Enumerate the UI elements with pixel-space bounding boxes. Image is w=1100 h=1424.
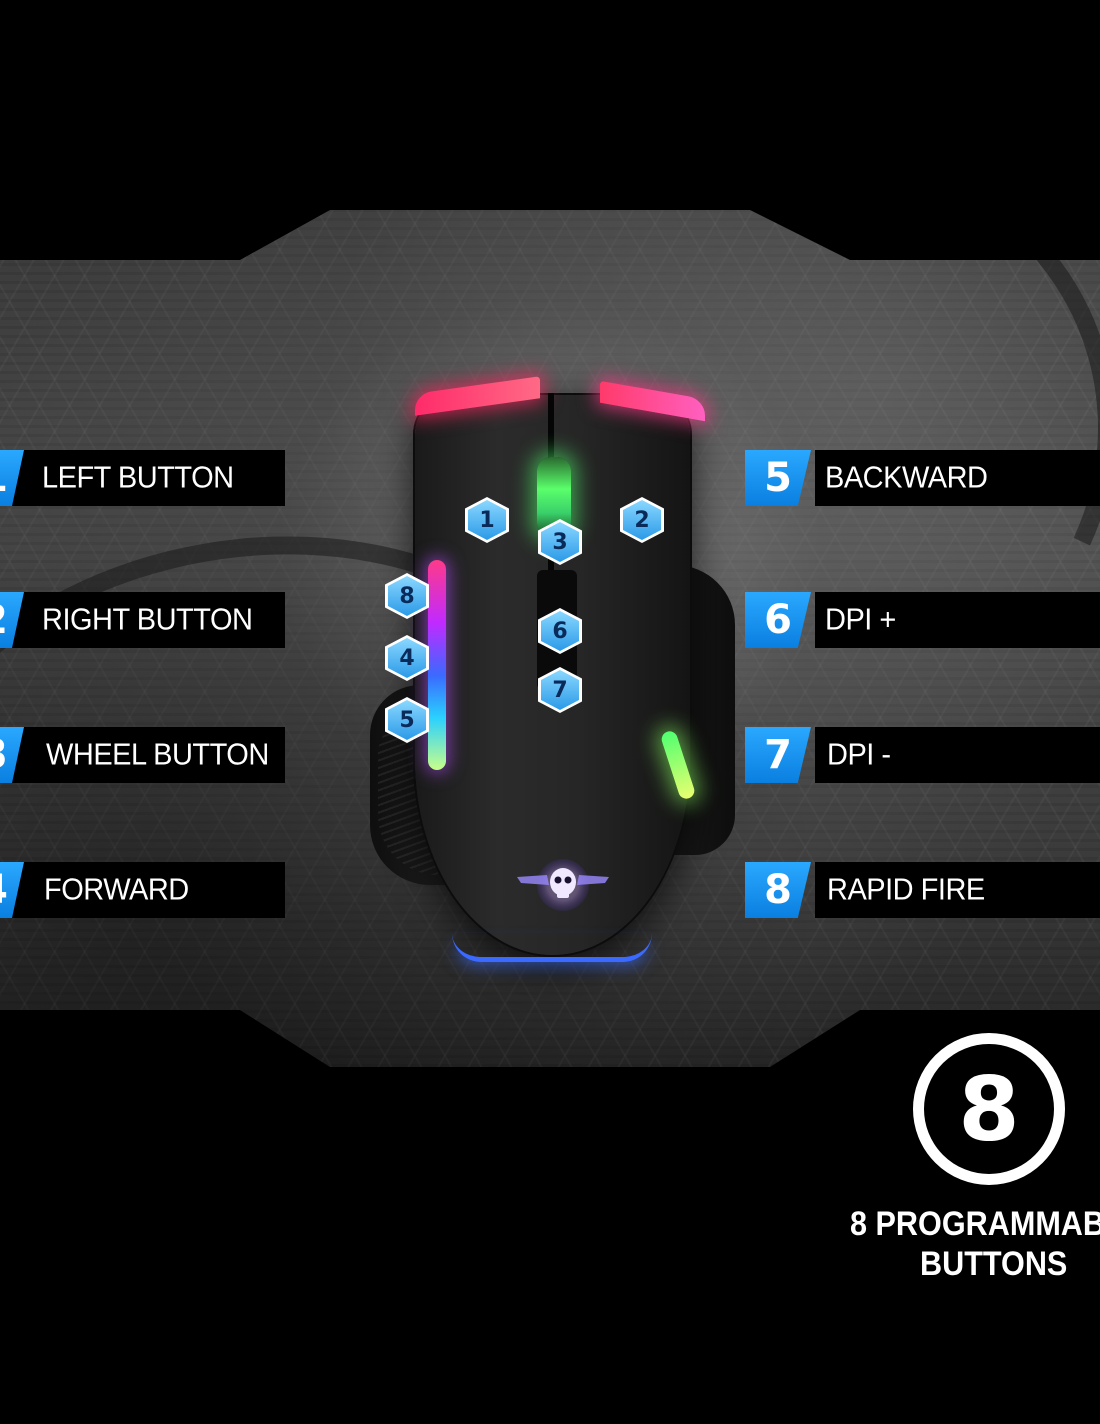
feature-number-tag: 1 — [0, 450, 24, 506]
feature-number-tag: 2 — [0, 592, 24, 648]
feature-right-button: 2 RIGHT BUTTON — [0, 592, 285, 648]
feature-number-tag: 5 — [745, 450, 811, 506]
feature-left-button: 1 LEFT BUTTON — [0, 450, 285, 506]
rgb-light-side — [428, 560, 446, 770]
skull-wings-logo-icon — [517, 859, 609, 911]
feature-forward: 4 FORWARD — [0, 862, 285, 918]
programmable-count-badge: 8 — [913, 1033, 1065, 1185]
feature-label: DPI + — [825, 602, 896, 637]
badge-caption-line1: 8 PROGRAMMABLE — [850, 1205, 1100, 1243]
feature-label: BACKWARD — [825, 460, 988, 495]
feature-label: DPI - — [827, 737, 891, 772]
feature-label: WHEEL BUTTON — [46, 737, 269, 772]
feature-number-tag: 3 — [0, 727, 24, 783]
feature-rapid-fire: 8 RAPID FIRE — [745, 862, 1100, 918]
feature-wheel-button: 3 WHEEL BUTTON — [0, 727, 285, 783]
feature-label: RAPID FIRE — [827, 872, 985, 907]
mouse-marker-5: 5 — [388, 700, 426, 740]
feature-label: RIGHT BUTTON — [42, 602, 253, 637]
feature-label: LEFT BUTTON — [42, 460, 234, 495]
mouse-marker-8: 8 — [388, 576, 426, 616]
badge-caption-line2: BUTTONS — [920, 1245, 1068, 1283]
feature-backward: 5 BACKWARD — [745, 450, 1100, 506]
feature-dpi-minus: 7 DPI - — [745, 727, 1100, 783]
mouse-marker-4: 4 — [388, 638, 426, 678]
feature-number-tag: 4 — [0, 862, 24, 918]
mouse-marker-3: 3 — [541, 522, 579, 562]
rgb-light-bottom — [452, 933, 652, 962]
gaming-mouse-image — [370, 376, 750, 985]
mouse-marker-6: 6 — [541, 611, 579, 651]
feature-dpi-plus: 6 DPI + — [745, 592, 1100, 648]
feature-number-tag: 7 — [745, 727, 811, 783]
feature-label: FORWARD — [44, 872, 189, 907]
mouse-marker-7: 7 — [541, 670, 579, 710]
